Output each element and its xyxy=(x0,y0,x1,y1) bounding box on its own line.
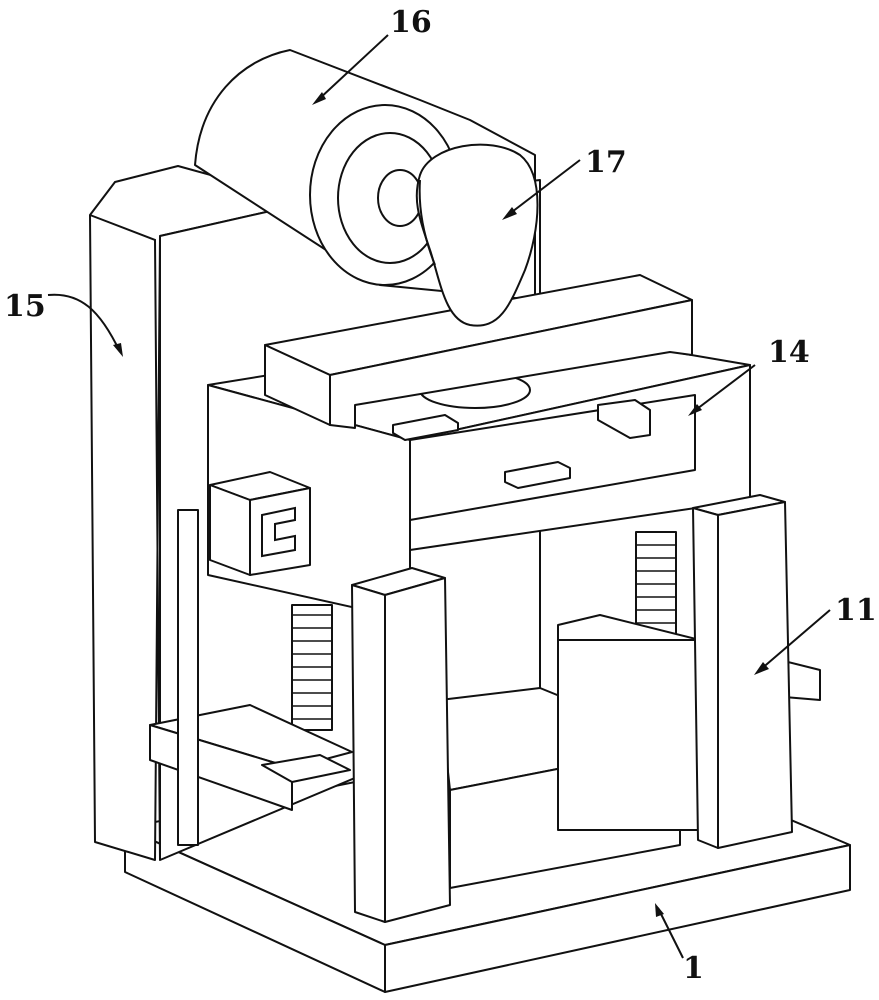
label-cam: 17 xyxy=(585,145,627,180)
front-right-post xyxy=(693,495,792,848)
left-spring xyxy=(292,605,332,730)
label-side-plate: 15 xyxy=(4,289,46,324)
label-guide-post: 11 xyxy=(835,593,877,628)
front-left-post xyxy=(352,568,450,922)
clamp-block xyxy=(210,472,310,575)
label-frame: 14 xyxy=(768,335,810,370)
label-motor: 16 xyxy=(390,5,432,40)
label-base: 1 xyxy=(683,951,704,986)
